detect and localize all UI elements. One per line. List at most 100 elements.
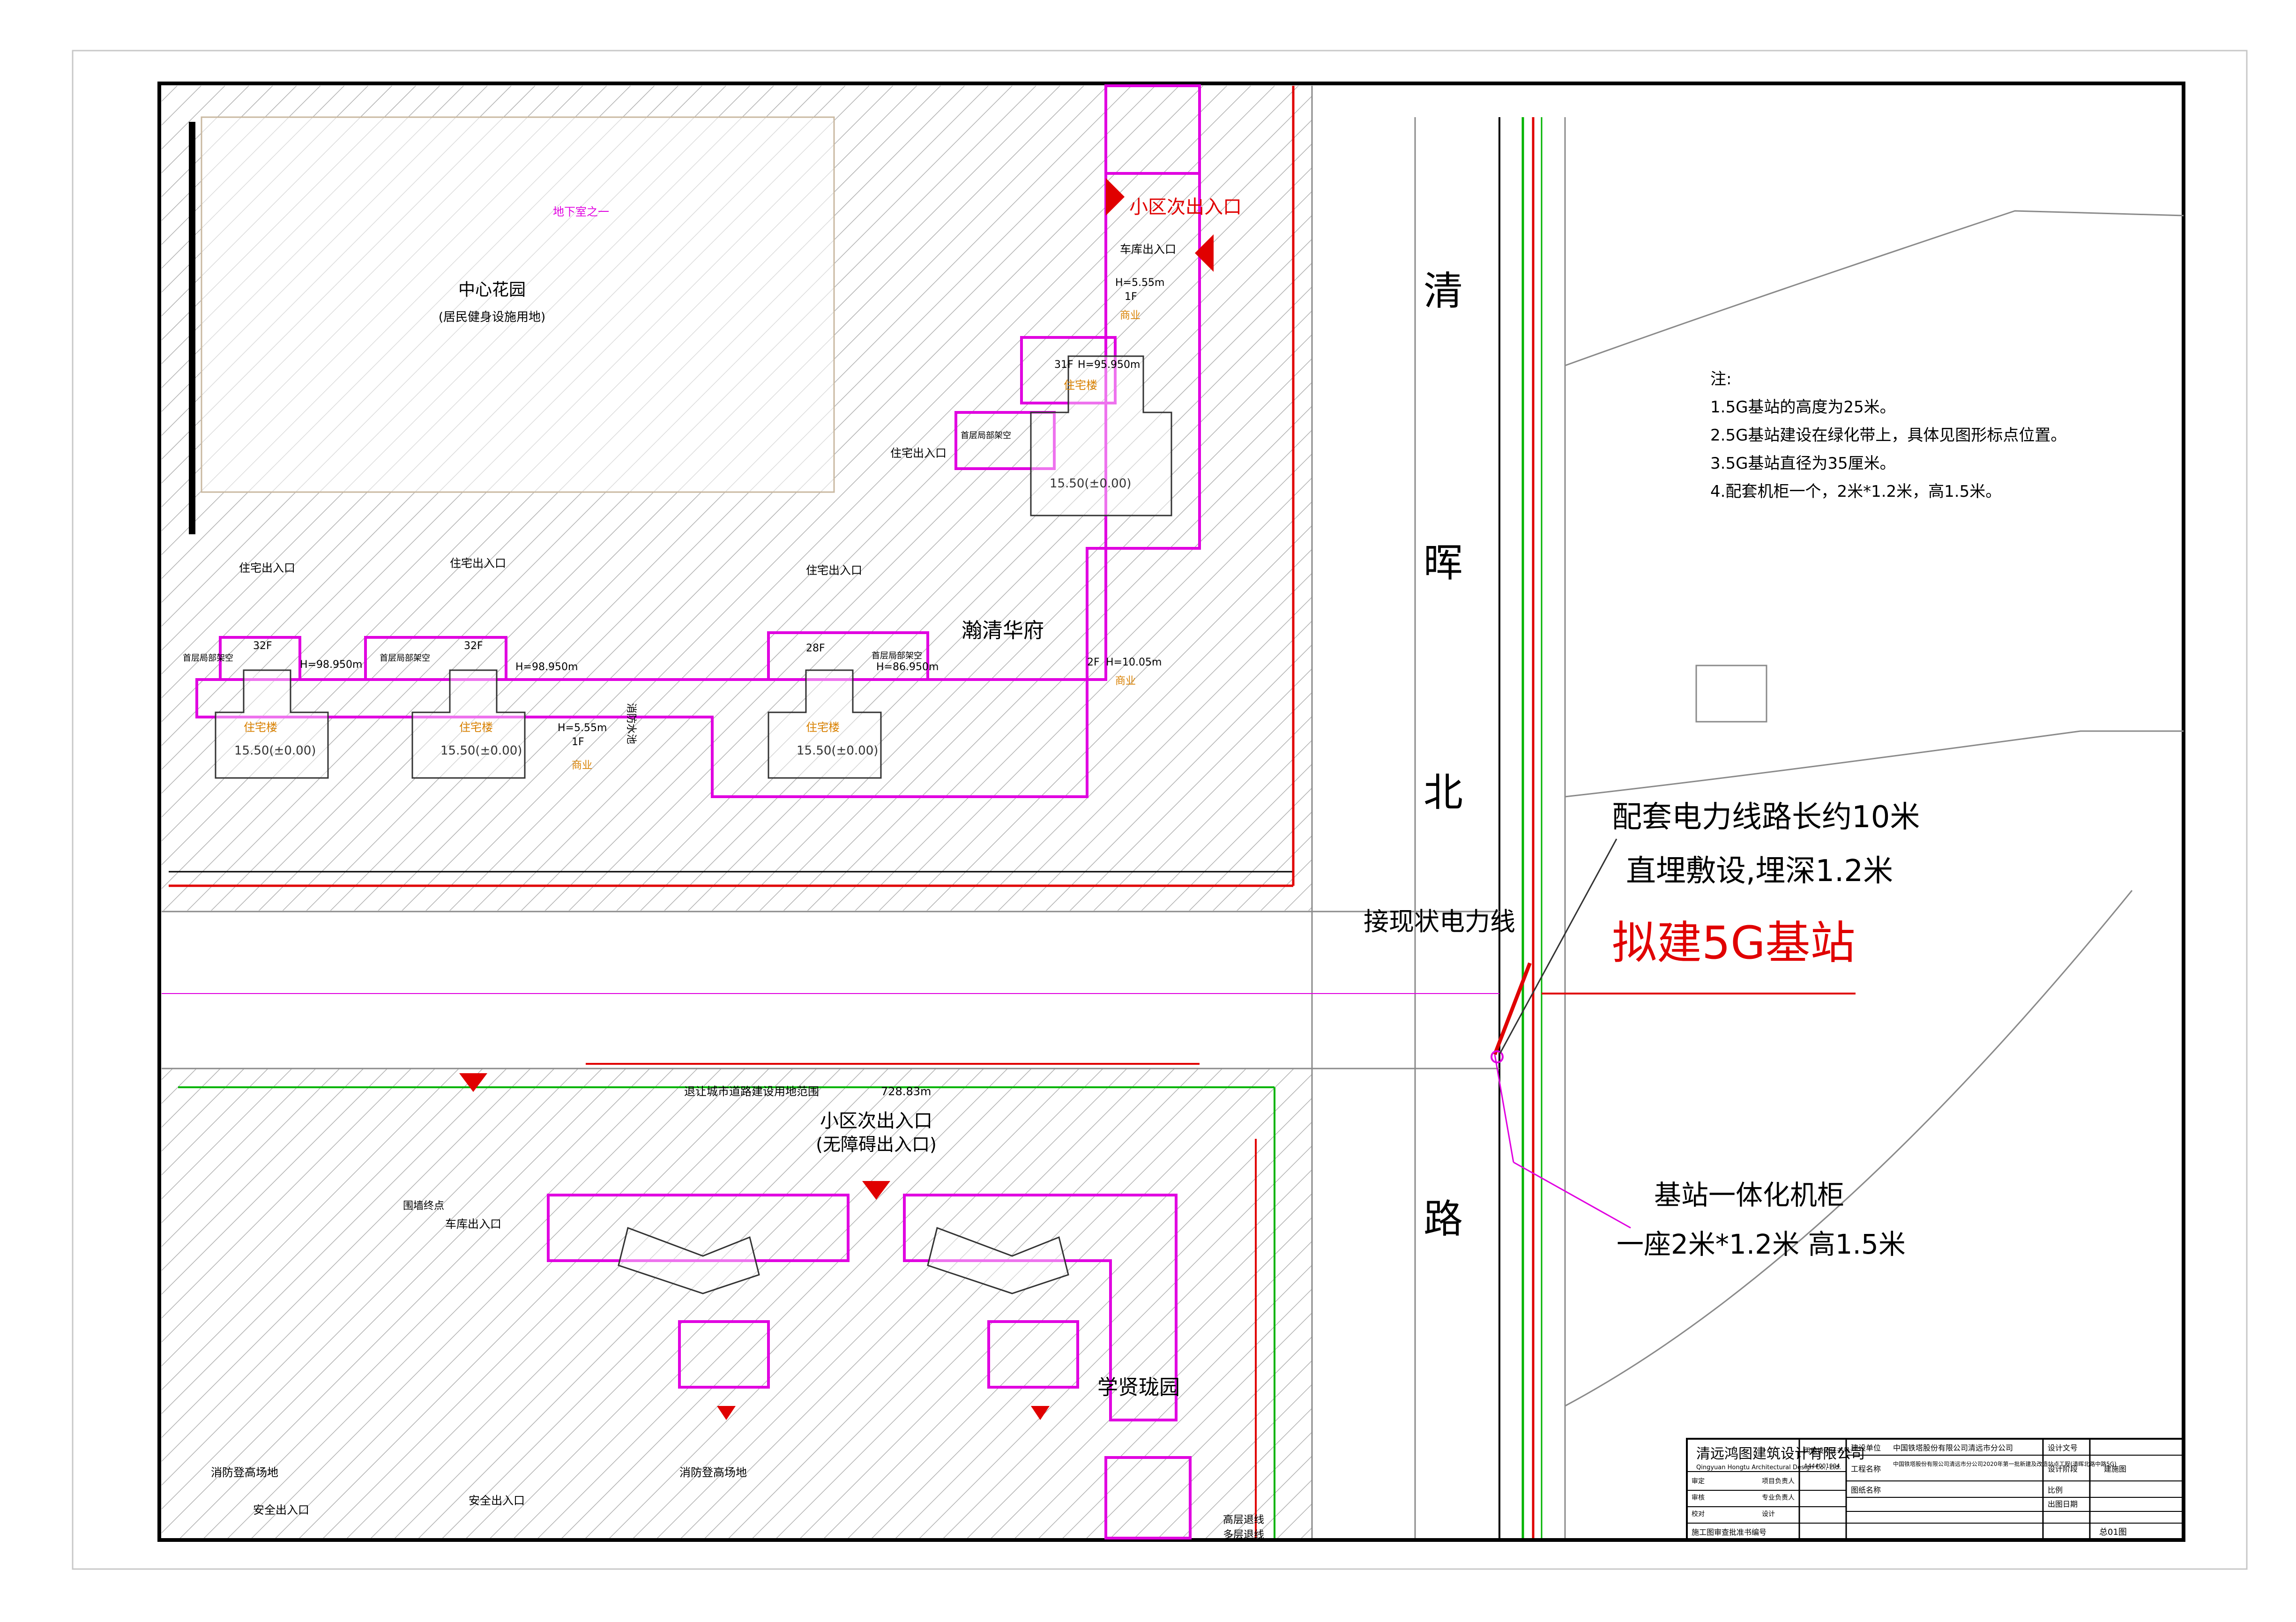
tb-role-6: 设计 (1762, 1510, 1775, 1518)
residence-entrance-2: 住宅出入口 (450, 557, 506, 570)
south-estate-name: 学贤珑园 (1097, 1375, 1180, 1399)
note-item-2: 2.5G基站建设在绿化带上，具体见图形标点位置。 (1710, 426, 2066, 445)
tb-doc-label: 设计文号 (2048, 1443, 2078, 1452)
outer-sheet-border (72, 50, 2248, 1570)
residence-entrance-4: 住宅出入口 (890, 447, 947, 460)
residence-entrance-1: 住宅出入口 (239, 561, 295, 575)
shop-label-1: 商业 (1120, 310, 1141, 321)
commercial-1-floors: 1F (1125, 291, 1137, 303)
central-garden-note: (居民健身设施用地) (439, 310, 545, 324)
drawing-frame (157, 82, 2185, 1542)
road-lines (162, 86, 2184, 1538)
title-block-frame (1686, 1438, 2184, 1541)
tb-project: 中国铁塔股份有限公司清远市分公司2020年第一批新建及改造站点工程(清晖北路中路… (1893, 1460, 2117, 1467)
road-reserve-label: 退让城市道路建设用地范围 (684, 1085, 819, 1098)
tb-company: 清远鸿图建筑设计有限公司 (1696, 1446, 1865, 1462)
commercial-1-height: H=5.55m (1115, 277, 1164, 289)
residential-label-1: 住宅楼 (244, 721, 277, 734)
building-3-height: H=86.950m (876, 661, 939, 673)
shop-label-3: 商业 (1115, 675, 1136, 687)
power-callout-leader (1498, 838, 1618, 1055)
tb-role-4: 专业负责人 (1762, 1494, 1795, 1502)
south-building-outlines (547, 1194, 1192, 1540)
tb-role-5: 校对 (1692, 1510, 1705, 1518)
central-garden-label: 中心花园 (458, 280, 526, 299)
power-line-burial: 直埋敷设,埋深1.2米 (1626, 854, 1893, 889)
commercial-2-floors: 1F (572, 736, 584, 748)
tb-role-2: 项目负责人 (1762, 1478, 1795, 1485)
building-2-floors: 32F (464, 640, 483, 652)
south-towers (618, 1227, 1069, 1294)
building-1-floors: 32F (253, 640, 272, 652)
building-1-height: H=98.950m (300, 659, 362, 671)
south-secondary-entrance: 小区次出入口 (820, 1110, 932, 1132)
central-garden-area (201, 116, 835, 493)
cabinet-spec: 一座2米*1.2米 高1.5米 (1617, 1228, 1906, 1260)
south-garage-entrance: 车库出入口 (445, 1218, 501, 1231)
notes-heading: 注: (1710, 370, 1731, 389)
fence-end-label: 围墙终点 (403, 1200, 444, 1212)
overhead-label-3: 首层局部架空 (872, 651, 922, 661)
road-char-2: 晖 (1424, 540, 1463, 586)
note-item-1: 1.5G基站的高度为25米。 (1710, 398, 1896, 417)
fire-site-label-1: 消防登高场地 (211, 1466, 278, 1479)
safety-exit-1: 安全出入口 (253, 1503, 309, 1517)
residential-label-3: 住宅楼 (806, 721, 840, 734)
tb-date-label: 出图日期 (2048, 1500, 2078, 1509)
proposed-5g-station: 拟建5G基站 (1612, 917, 1855, 969)
road-char-4: 路 (1424, 1196, 1463, 1242)
residential-label-4: 住宅楼 (1064, 379, 1097, 392)
tb-scale-label: 比例 (2048, 1486, 2063, 1495)
commercial-2-height: H=5.55m (558, 722, 607, 734)
tb-company-en: Qingyuan Hongtu Architectural Design Co.… (1696, 1464, 1841, 1471)
power-line-segment (1493, 962, 1532, 1055)
building-1-elevation: 15.50(±0.00) (234, 744, 316, 758)
shop-label-2: 商业 (572, 760, 592, 771)
road-char-1: 清 (1424, 268, 1463, 314)
road-char-3: 北 (1424, 770, 1463, 815)
fire-site-label-2: 消防登高场地 (679, 1466, 747, 1479)
base-station-marker (1491, 1050, 1504, 1063)
entrance-markers (459, 178, 1214, 1420)
tb-drawing-label: 图纸名称 (1851, 1486, 1881, 1495)
note-item-4: 4.配套机柜一个，2米*1.2米，高1.5米。 (1710, 482, 2001, 501)
north-towers (215, 355, 1172, 779)
tb-stage-label: 设计阶段 (2048, 1465, 2078, 1473)
overhead-label-4: 首层局部架空 (961, 431, 1011, 441)
overhead-label-2: 首层局部架空 (380, 653, 430, 663)
cabinet-label: 基站一体化机柜 (1654, 1179, 1844, 1211)
overhead-label-1: 首层局部架空 (183, 653, 233, 663)
multi-storey-setback: 多层退线 (1223, 1529, 1264, 1541)
building-4-height: H=95.950m (1078, 359, 1140, 371)
residence-entrance-3: 住宅出入口 (806, 564, 862, 577)
tb-bottom-note: 施工图审查批准书编号 (1692, 1528, 1767, 1537)
tb-cert: 丙级设计证书号: (1804, 1447, 1852, 1455)
building-2-height: H=98.950m (515, 661, 578, 673)
high-rise-setback: 高层退线 (1223, 1514, 1264, 1526)
north-building-outlines (195, 84, 1201, 798)
commercial-3-height: H=10.05m (1106, 657, 1162, 668)
building-4-floors: 31F (1054, 359, 1073, 371)
north-secondary-entrance: 小区次出入口 (1129, 196, 1242, 218)
building-4-elevation: 15.50(±0.00) (1050, 477, 1131, 491)
south-parcel-hatch (162, 1069, 1312, 1538)
tb-client: 中国铁塔股份有限公司清远市分公司 (1893, 1443, 2013, 1452)
basement-label: 地下室之一 (553, 205, 609, 218)
safety-exit-2: 安全出入口 (469, 1494, 525, 1507)
north-estate-name: 瀚清华府 (962, 619, 1044, 643)
tb-role-1: 审定 (1692, 1478, 1705, 1485)
building-3-elevation: 15.50(±0.00) (797, 744, 878, 758)
tb-sheet-no: 总01图 (2099, 1527, 2127, 1537)
note-item-3: 3.5G基站直径为35厘米。 (1710, 454, 1896, 473)
building-2-elevation: 15.50(±0.00) (440, 744, 522, 758)
existing-power-line: 接现状电力线 (1364, 907, 1515, 936)
cabinet-leader (1494, 1054, 1514, 1163)
south-accessible-entrance: (无障碍出入口) (816, 1134, 937, 1155)
tb-role-3: 审核 (1692, 1494, 1705, 1502)
fire-pool-label: 消防水池 (625, 703, 637, 744)
residential-label-2: 住宅楼 (459, 721, 493, 734)
power-line-length: 配套电力线路长约10米 (1612, 800, 1920, 835)
tb-cert-no: A444001904 (1804, 1463, 1840, 1469)
building-3-floors: 28F (806, 643, 825, 654)
